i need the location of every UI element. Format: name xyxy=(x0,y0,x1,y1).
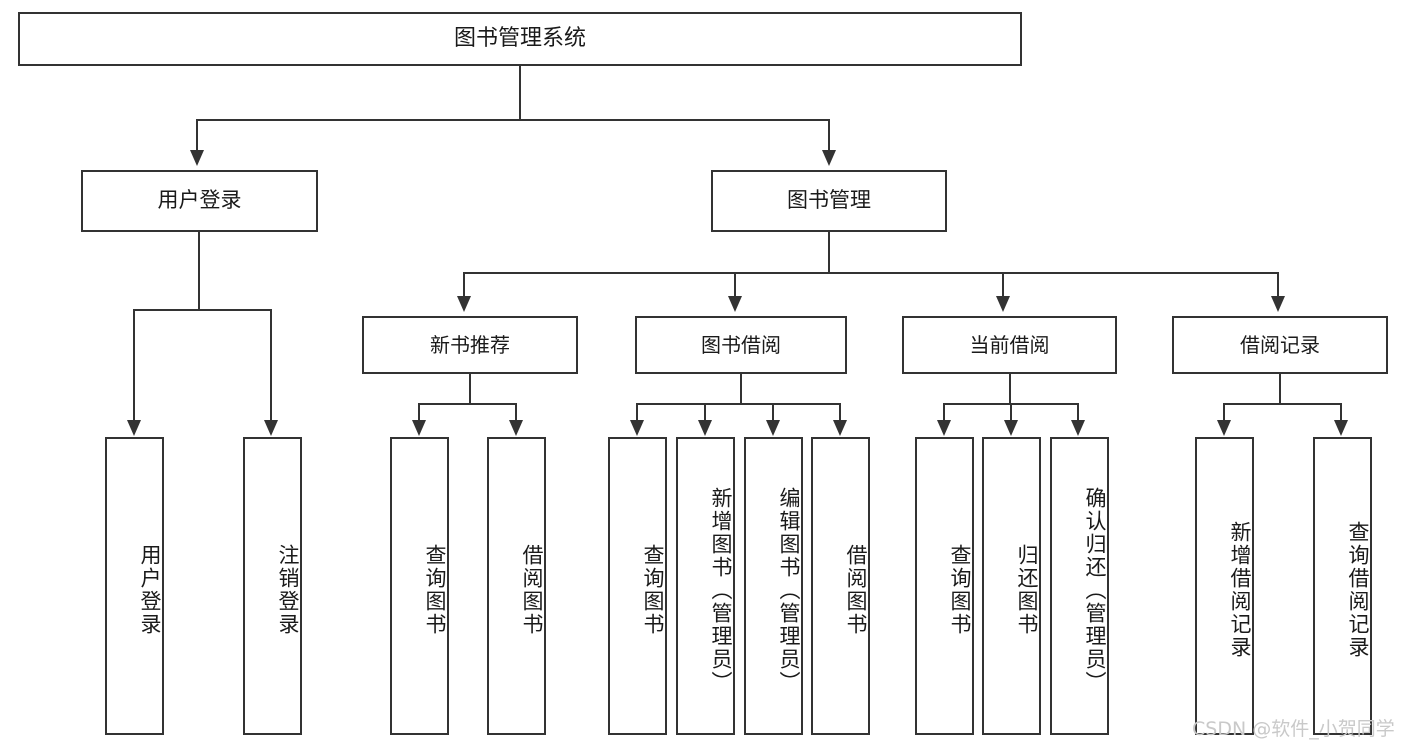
node-user-login[interactable]: 用户登录 xyxy=(81,170,318,232)
leaf-new-book-borrow[interactable]: 借阅图书 xyxy=(487,437,546,735)
arrowhead-leaf-user-login-2 xyxy=(264,420,278,436)
leaf-label: 新增借阅记录 xyxy=(1228,521,1252,659)
connector-user-login-child-1 xyxy=(133,309,135,421)
node-label: 图书借阅 xyxy=(701,332,781,357)
connector-root-stem xyxy=(519,66,521,120)
csdn-watermark: CSDN @软件_小贺同学 xyxy=(1192,714,1395,741)
node-book-management[interactable]: 图书管理 xyxy=(711,170,947,232)
leaf-label: 新增图书（管理员） xyxy=(709,486,733,694)
leaf-book-borrow-add[interactable]: 新增图书（管理员） xyxy=(676,437,735,735)
connector-current-borrow-stem xyxy=(1009,374,1011,404)
connector-current-borrow-child-3 xyxy=(1077,403,1079,421)
node-root-system[interactable]: 图书管理系统 xyxy=(18,12,1022,66)
connector-book-borrow-bus xyxy=(636,403,841,405)
connector-borrow-records-stem xyxy=(1279,374,1281,404)
arrowhead-user-login xyxy=(190,150,204,166)
node-label: 新书推荐 xyxy=(430,332,510,357)
leaf-book-borrow-query[interactable]: 查询图书 xyxy=(608,437,667,735)
node-label: 当前借阅 xyxy=(969,332,1050,357)
connector-new-book-bus xyxy=(418,403,517,405)
connector-new-book-stem xyxy=(469,374,471,404)
leaf-user-login-login[interactable]: 用户登录 xyxy=(105,437,164,735)
leaf-label: 查询图书 xyxy=(641,544,665,636)
connector-root-to-book-mgmt xyxy=(828,119,830,151)
arrowhead-book-borrow xyxy=(728,296,742,312)
arrowhead-leaf-current-borrow-3 xyxy=(1071,420,1085,436)
leaf-book-borrow-edit[interactable]: 编辑图书（管理员） xyxy=(744,437,803,735)
connector-book-mgmt-child-3 xyxy=(1002,272,1004,297)
connector-borrow-records-child-2 xyxy=(1340,403,1342,421)
arrowhead-leaf-current-borrow-1 xyxy=(937,420,951,436)
connector-root-to-user-login xyxy=(196,119,198,151)
arrowhead-leaf-user-login-1 xyxy=(127,420,141,436)
arrowhead-leaf-new-book-1 xyxy=(412,420,426,436)
leaf-label: 归还图书 xyxy=(1015,544,1039,636)
leaf-borrow-records-query[interactable]: 查询借阅记录 xyxy=(1313,437,1372,735)
connector-user-login-child-2 xyxy=(270,309,272,421)
connector-book-borrow-child-3 xyxy=(772,403,774,421)
connector-new-book-child-1 xyxy=(418,403,420,421)
connector-book-mgmt-stem xyxy=(828,232,830,273)
leaf-label: 借阅图书 xyxy=(844,544,868,636)
connector-book-mgmt-child-2 xyxy=(734,272,736,297)
connector-current-borrow-child-2 xyxy=(1010,403,1012,421)
leaf-borrow-records-add[interactable]: 新增借阅记录 xyxy=(1195,437,1254,735)
node-label: 用户登录 xyxy=(157,188,242,213)
connector-new-book-child-2 xyxy=(515,403,517,421)
node-label: 借阅记录 xyxy=(1240,332,1320,357)
arrowhead-leaf-book-borrow-3 xyxy=(766,420,780,436)
arrowhead-new-book-recommend xyxy=(457,296,471,312)
leaf-current-borrow-return[interactable]: 归还图书 xyxy=(982,437,1041,735)
leaf-current-borrow-query[interactable]: 查询图书 xyxy=(915,437,974,735)
leaf-current-borrow-confirm[interactable]: 确认归还（管理员） xyxy=(1050,437,1109,735)
connector-borrow-records-bus xyxy=(1223,403,1342,405)
connector-user-login-bus xyxy=(133,309,270,311)
node-new-book-recommend[interactable]: 新书推荐 xyxy=(362,316,578,374)
arrowhead-leaf-book-borrow-1 xyxy=(630,420,644,436)
connector-user-login-stem xyxy=(198,232,200,310)
node-label: 图书管理 xyxy=(787,188,871,213)
leaf-label: 用户登录 xyxy=(138,544,162,636)
arrowhead-leaf-book-borrow-2 xyxy=(698,420,712,436)
leaf-label: 查询图书 xyxy=(948,544,972,636)
arrowhead-leaf-borrow-records-2 xyxy=(1334,420,1348,436)
connector-book-mgmt-child-1 xyxy=(463,272,465,297)
connector-book-borrow-child-4 xyxy=(839,403,841,421)
connector-root-bus xyxy=(196,119,830,121)
node-book-borrow[interactable]: 图书借阅 xyxy=(635,316,847,374)
leaf-label: 编辑图书（管理员） xyxy=(777,486,801,694)
arrowhead-leaf-current-borrow-2 xyxy=(1004,420,1018,436)
node-borrow-records[interactable]: 借阅记录 xyxy=(1172,316,1388,374)
node-label: 图书管理系统 xyxy=(453,25,586,51)
arrowhead-leaf-book-borrow-4 xyxy=(833,420,847,436)
leaf-label: 查询借阅记录 xyxy=(1346,521,1370,659)
node-current-borrow[interactable]: 当前借阅 xyxy=(902,316,1117,374)
arrowhead-book-mgmt xyxy=(822,150,836,166)
connector-book-borrow-child-1 xyxy=(636,403,638,421)
connector-book-mgmt-child-4 xyxy=(1277,272,1279,297)
watermark-text: CSDN @软件_小贺同学 xyxy=(1192,718,1395,740)
connector-book-borrow-child-2 xyxy=(704,403,706,421)
connector-borrow-records-child-1 xyxy=(1223,403,1225,421)
connector-book-mgmt-bus xyxy=(463,272,1278,274)
connector-current-borrow-child-1 xyxy=(943,403,945,421)
connector-book-borrow-stem xyxy=(740,374,742,404)
leaf-label: 确认归还（管理员） xyxy=(1083,486,1107,694)
arrowhead-leaf-borrow-records-1 xyxy=(1217,420,1231,436)
arrowhead-borrow-records xyxy=(1271,296,1285,312)
leaf-new-book-query[interactable]: 查询图书 xyxy=(390,437,449,735)
leaf-label: 借阅图书 xyxy=(520,544,544,636)
arrowhead-leaf-new-book-2 xyxy=(509,420,523,436)
leaf-user-login-logout[interactable]: 注销登录 xyxy=(243,437,302,735)
leaf-book-borrow-borrow[interactable]: 借阅图书 xyxy=(811,437,870,735)
leaf-label: 查询图书 xyxy=(423,544,447,636)
arrowhead-current-borrow xyxy=(996,296,1010,312)
leaf-label: 注销登录 xyxy=(276,544,300,636)
